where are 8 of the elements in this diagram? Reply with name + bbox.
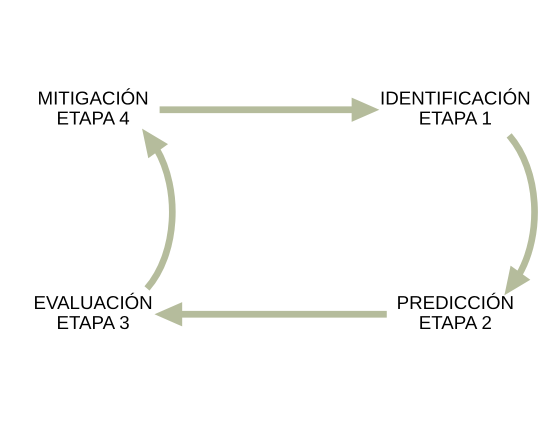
node-text: EVALUACIÓN ETAPA 3: [34, 292, 153, 333]
arrow: [504, 132, 538, 295]
node-text: IDENTIFICACIÓN ETAPA 1: [380, 87, 531, 128]
node-text: MITIGACIÓN ETAPA 4: [38, 87, 149, 128]
node-text: PREDICCIÓN ETAPA 2: [396, 292, 514, 333]
arrow: [142, 128, 176, 290]
arrow: [154, 302, 387, 326]
arrow: [160, 97, 380, 122]
